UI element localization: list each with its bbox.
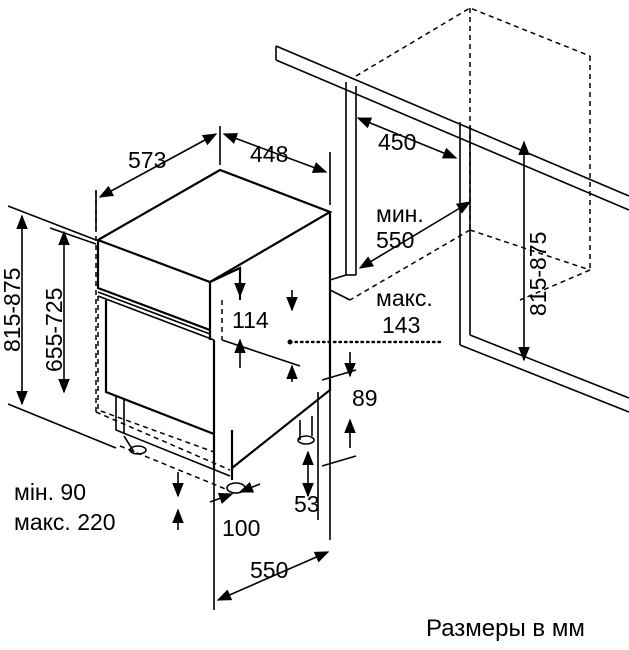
dim-550-bottom: 550 [250, 557, 288, 583]
dim-573: 573 [128, 147, 166, 173]
dim-143: 143 [382, 312, 420, 338]
units-note: Размеры в мм [426, 615, 585, 642]
dim-89: 89 [352, 385, 378, 411]
dim-450: 450 [378, 129, 416, 155]
dim-448: 448 [250, 141, 288, 167]
min-90-label: мін. 90 [14, 479, 86, 505]
dim-100: 100 [222, 515, 260, 541]
installation-niche [275, 7, 629, 413]
dimension-lines [7, 117, 530, 610]
min-label: мин. [376, 201, 424, 227]
max-220-label: макс. 220 [14, 509, 116, 535]
dim-655-725: 655-725 [41, 288, 67, 372]
dim-114: 114 [232, 307, 269, 333]
dim-815-875-right: 815-875 [525, 232, 551, 316]
dim-815-875-left: 815-875 [0, 268, 25, 352]
dim-550-min: 550 [376, 227, 414, 253]
max-label: макс. [376, 285, 433, 311]
dishwasher-body [95, 168, 333, 494]
dim-53: 53 [294, 491, 320, 517]
